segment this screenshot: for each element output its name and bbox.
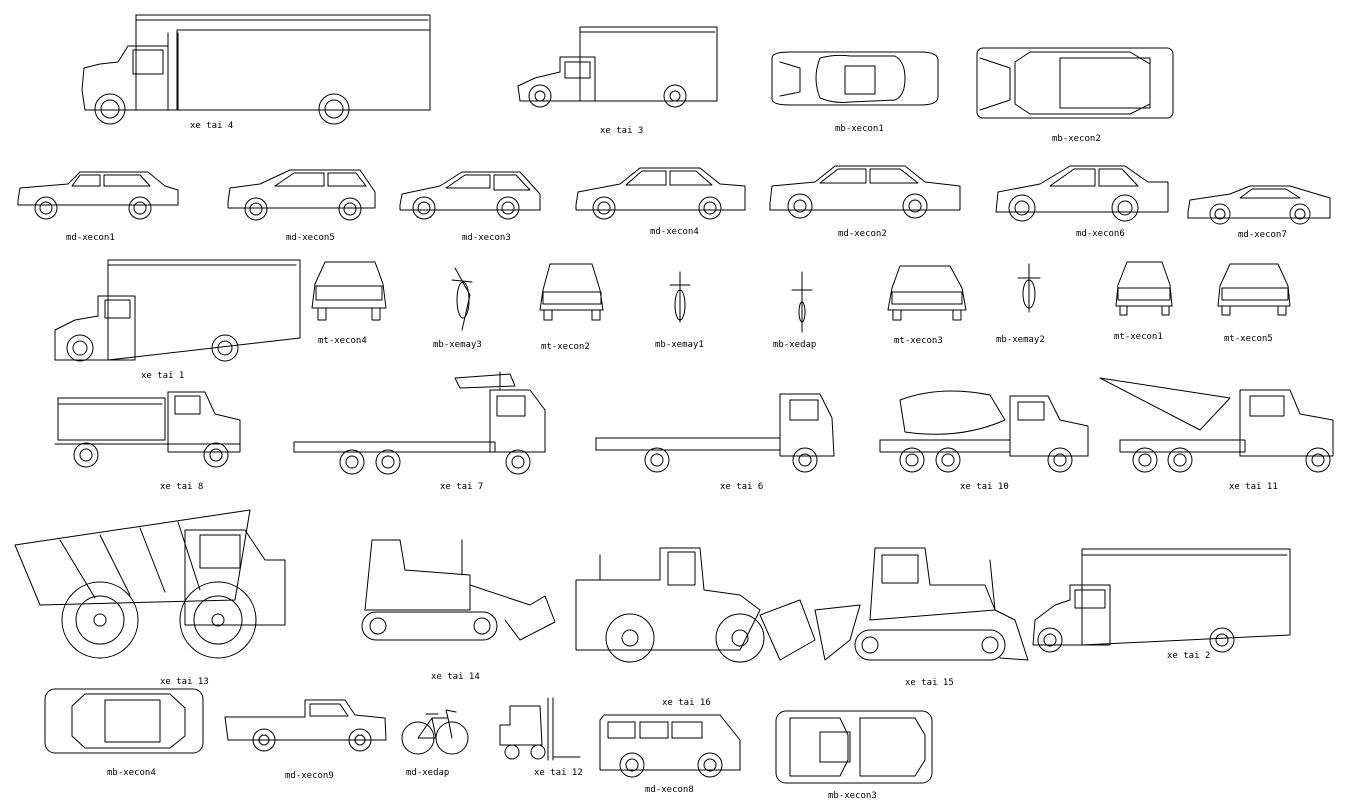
label-mb-xecon3: mb-xecon3 — [828, 791, 877, 801]
label-md-xecon5: md-xecon5 — [286, 233, 335, 243]
label-md-xecon1: md-xecon1 — [66, 233, 115, 243]
label-md-xecon6: md-xecon6 — [1076, 229, 1125, 239]
label-xe-tai-12: xe tai 12 — [534, 768, 583, 778]
block-xe-tai-1[interactable] — [54, 259, 301, 362]
label-md-xedap: md-xedap — [406, 768, 449, 778]
label-mb-xemay1: mb-xemay1 — [655, 340, 704, 350]
block-md-xecon2[interactable] — [769, 165, 961, 219]
block-md-xecon5[interactable] — [227, 169, 376, 221]
block-mb-xecon1[interactable] — [771, 51, 939, 106]
block-mb-xedap[interactable] — [791, 271, 813, 333]
label-xe-tai-16: xe tai 16 — [662, 698, 711, 708]
label-mt-xecon3: mt-xecon3 — [894, 336, 943, 346]
block-md-xecon4[interactable] — [575, 167, 746, 220]
block-md-xecon3[interactable] — [399, 171, 541, 220]
block-xe-tai-15[interactable] — [814, 547, 1029, 661]
label-md-xecon9: md-xecon9 — [285, 771, 334, 781]
block-md-xecon6[interactable] — [995, 165, 1169, 222]
label-xe-tai-1: xe tai 1 — [141, 371, 184, 381]
block-md-xecon7[interactable] — [1187, 185, 1331, 225]
label-mt-xecon5: mt-xecon5 — [1224, 334, 1273, 344]
block-mb-xemay2[interactable] — [1017, 263, 1041, 313]
block-md-xecon1[interactable] — [17, 171, 179, 220]
block-mb-xecon2[interactable] — [976, 47, 1174, 119]
label-xe-tai-8: xe tai 8 — [160, 482, 203, 492]
label-xe-tai-14: xe tai 14 — [431, 672, 480, 682]
label-xe-tai-3: xe tai 3 — [600, 126, 643, 136]
block-md-xedap[interactable] — [401, 709, 469, 755]
label-md-xecon3: md-xecon3 — [462, 233, 511, 243]
block-xe-tai-14[interactable] — [361, 539, 556, 641]
block-mb-xemay1[interactable] — [669, 271, 691, 323]
label-mb-xecon2: mb-xecon2 — [1052, 134, 1101, 144]
block-mt-xecon3[interactable] — [887, 265, 967, 321]
block-mt-xecon1[interactable] — [1115, 261, 1173, 316]
block-xe-tai-6[interactable] — [595, 393, 835, 473]
block-xe-tai-10[interactable] — [879, 390, 1089, 473]
block-xe-tai-4[interactable] — [81, 14, 431, 125]
block-mt-xecon4[interactable] — [311, 261, 387, 321]
label-xe-tai-2: xe tai 2 — [1167, 651, 1210, 661]
block-xe-tai-8[interactable] — [54, 391, 241, 468]
label-mb-xecon1: mb-xecon1 — [835, 124, 884, 134]
label-xe-tai-7: xe tai 7 — [440, 482, 483, 492]
block-xe-tai-16[interactable] — [575, 547, 816, 663]
label-xe-tai-11: xe tai 11 — [1229, 482, 1278, 492]
label-md-xecon8: md-xecon8 — [645, 785, 694, 795]
block-xe-tai-12[interactable] — [499, 697, 581, 761]
label-xe-tai-4: xe tai 4 — [190, 121, 233, 131]
block-xe-tai-2[interactable] — [1032, 548, 1291, 653]
block-md-xecon8[interactable] — [599, 714, 741, 778]
label-mb-xedap: mb-xedap — [773, 340, 816, 350]
block-xe-tai-7[interactable] — [293, 371, 546, 475]
label-mt-xecon2: mt-xecon2 — [541, 342, 590, 352]
block-mb-xemay3[interactable] — [451, 267, 473, 331]
label-mt-xecon1: mt-xecon1 — [1114, 332, 1163, 342]
label-xe-tai-6: xe tai 6 — [720, 482, 763, 492]
label-mb-xemay3: mb-xemay3 — [433, 340, 482, 350]
block-xe-tai-13[interactable] — [14, 509, 286, 659]
label-xe-tai-13: xe tai 13 — [160, 677, 209, 687]
block-mb-xecon4[interactable] — [44, 688, 204, 754]
block-xe-tai-11[interactable] — [1099, 377, 1334, 473]
label-md-xecon7: md-xecon7 — [1238, 230, 1287, 240]
block-mb-xecon3[interactable] — [775, 710, 933, 784]
block-mt-xecon5[interactable] — [1217, 263, 1291, 316]
block-xe-tai-3[interactable] — [517, 26, 718, 108]
label-mb-xecon4: mb-xecon4 — [107, 768, 156, 778]
label-md-xecon4: md-xecon4 — [650, 227, 699, 237]
block-mdx9[interactable] — [224, 699, 387, 752]
label-xe-tai-10: xe tai 10 — [960, 482, 1009, 492]
label-mt-xecon4: mt-xecon4 — [318, 336, 367, 346]
label-mb-xemay2: mb-xemay2 — [996, 335, 1045, 345]
label-md-xecon2: md-xecon2 — [838, 229, 887, 239]
label-xe-tai-15: xe tai 15 — [905, 678, 954, 688]
block-mt-xecon2[interactable] — [539, 263, 604, 321]
